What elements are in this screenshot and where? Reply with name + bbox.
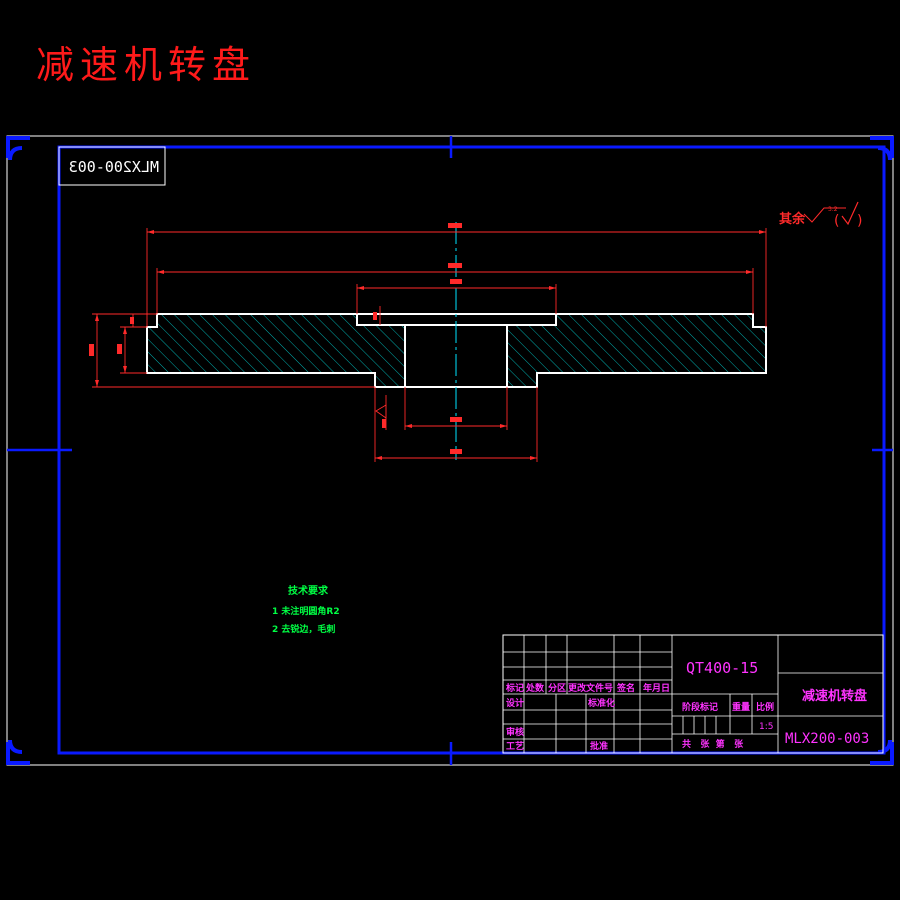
sheet-count: 共 张 第 张 xyxy=(682,738,744,750)
row-label-approve: 批准 xyxy=(590,740,608,752)
dimension-lines xyxy=(92,228,767,462)
weight-label: 重量 xyxy=(732,701,750,713)
mirrored-drawing-number: MLX200-003 xyxy=(69,158,159,176)
scale-value: 1:5 xyxy=(759,722,773,732)
technical-requirements: 技术要求 1 未注明圆角R2 2 去锐边，毛刺 xyxy=(272,584,340,635)
drawing-headline: 减速机转盘 xyxy=(36,43,257,87)
tech-requirements-heading: 技术要求 xyxy=(288,584,329,597)
title-block: QT400-15 减速机转盘 MLX200-003 标记 处数 分区 更改文件号… xyxy=(502,634,884,754)
stage-label: 阶段标记 xyxy=(682,701,718,713)
title-block-material: QT400-15 xyxy=(686,659,758,677)
roughness-prefix: 其余 xyxy=(779,211,806,227)
frame-corner-marks xyxy=(6,136,894,765)
dimension-value-marks xyxy=(89,223,462,454)
revision-header: 更改文件号 xyxy=(568,682,613,694)
title-block-part-name: 减速机转盘 xyxy=(802,688,867,704)
centering-marks xyxy=(7,136,893,765)
roughness-value: 3.2 xyxy=(828,206,838,213)
row-label-design: 设计 xyxy=(506,697,524,709)
revision-header: 处数 xyxy=(525,682,545,694)
row-label-review: 审核 xyxy=(506,726,524,738)
left-flange-hatch xyxy=(147,314,405,387)
title-block-drawing-number: MLX200-003 xyxy=(785,731,869,747)
mirrored-drawing-number-box: MLX200-003 xyxy=(58,146,166,186)
row-label-standard: 标准化 xyxy=(587,697,615,709)
roughness-bracket-open: ( xyxy=(834,213,839,229)
scale-label: 比例 xyxy=(756,701,774,713)
roughness-note: 其余 3.2 ( ) xyxy=(779,201,862,229)
tech-requirement-item: 2 去锐边，毛刺 xyxy=(272,623,335,635)
revision-header: 标记 xyxy=(505,682,524,694)
row-label-process: 工艺 xyxy=(506,740,524,752)
dimension-arrows xyxy=(95,230,766,460)
revision-header: 年月日 xyxy=(643,682,670,694)
roughness-bracket-close: ) xyxy=(857,213,862,229)
tech-requirement-item: 1 未注明圆角R2 xyxy=(272,605,340,617)
revision-header: 签名 xyxy=(616,682,635,694)
right-flange-hatch xyxy=(507,314,766,387)
revision-header: 分区 xyxy=(548,682,566,694)
drawing-frame xyxy=(57,145,886,755)
